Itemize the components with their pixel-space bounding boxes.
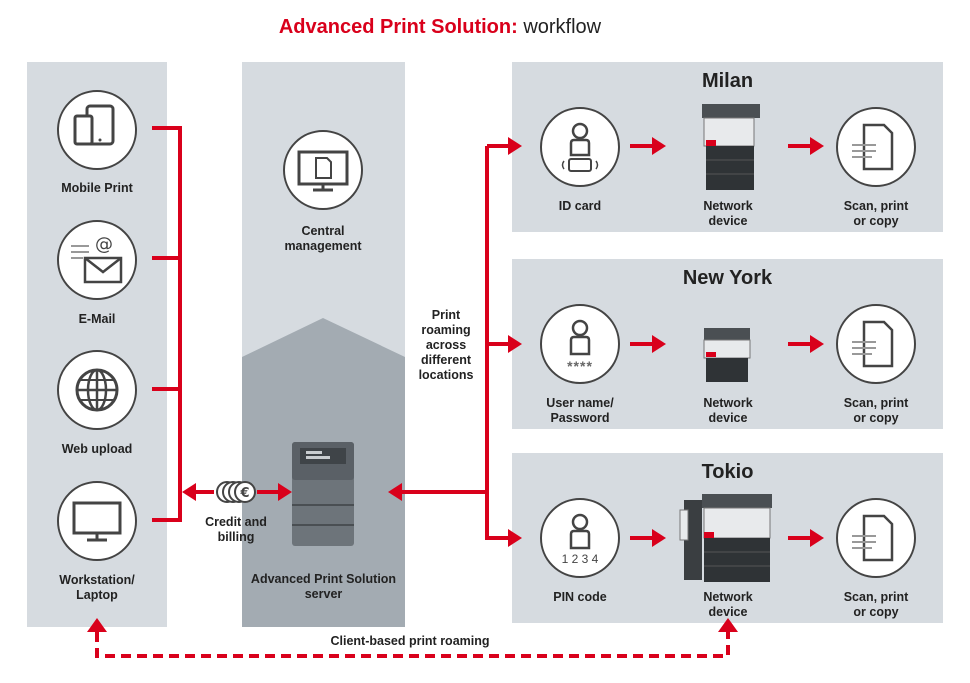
title-sub: workflow <box>523 16 602 38</box>
document-icon-new-york <box>836 304 916 384</box>
password-user-icon: **** <box>540 304 620 384</box>
auth-label-tokio: PIN code <box>553 590 607 604</box>
auth-label-new-york: User name/ Password <box>546 396 614 425</box>
device-label-milan: Network device <box>703 199 753 228</box>
central-management-label: Central management <box>284 224 362 253</box>
server-label: Advanced Print Solution server <box>250 572 397 601</box>
envelope-icon: @ <box>57 220 137 300</box>
location-name: New York <box>682 267 773 289</box>
pin-user-icon: 1 2 3 4 <box>540 498 620 578</box>
monitor-icon <box>57 481 137 561</box>
globe-icon <box>57 350 137 430</box>
roaming-label: Print roaming across different locations <box>418 308 474 382</box>
pin-code-text: 1 2 3 4 <box>561 552 599 566</box>
location-name: Milan <box>701 70 754 92</box>
page-title: Advanced Print Solution: workflow <box>0 16 880 39</box>
output-label-tokio: Scan, print or copy <box>843 590 909 619</box>
document-icon-tokio <box>836 498 916 578</box>
location-name: Tokio <box>701 461 754 483</box>
input-label-workstation: Workstation/ Laptop <box>59 573 135 602</box>
device-label-tokio: Network device <box>703 590 753 619</box>
output-label-milan: Scan, print or copy <box>843 199 909 228</box>
output-label-new-york: Scan, print or copy <box>843 396 909 425</box>
input-label-email: E-Mail <box>78 312 116 326</box>
title-main: Advanced Print Solution: <box>278 16 518 38</box>
svg-text:@: @ <box>95 234 113 255</box>
auth-label-milan: ID card <box>558 199 602 213</box>
password-mask-text: **** <box>567 358 593 374</box>
input-label-mobile-print: Mobile Print <box>61 181 133 195</box>
billing-label: Credit and billing <box>205 515 267 544</box>
central-management-icon <box>283 130 363 210</box>
document-icon-milan <box>836 107 916 187</box>
device-label-new-york: Network device <box>703 396 753 425</box>
input-label-web-upload: Web upload <box>61 442 133 456</box>
id-card-icon <box>540 107 620 187</box>
client-roaming-label: Client-based print roaming <box>330 634 490 648</box>
tablet-phone-icon <box>57 90 137 170</box>
